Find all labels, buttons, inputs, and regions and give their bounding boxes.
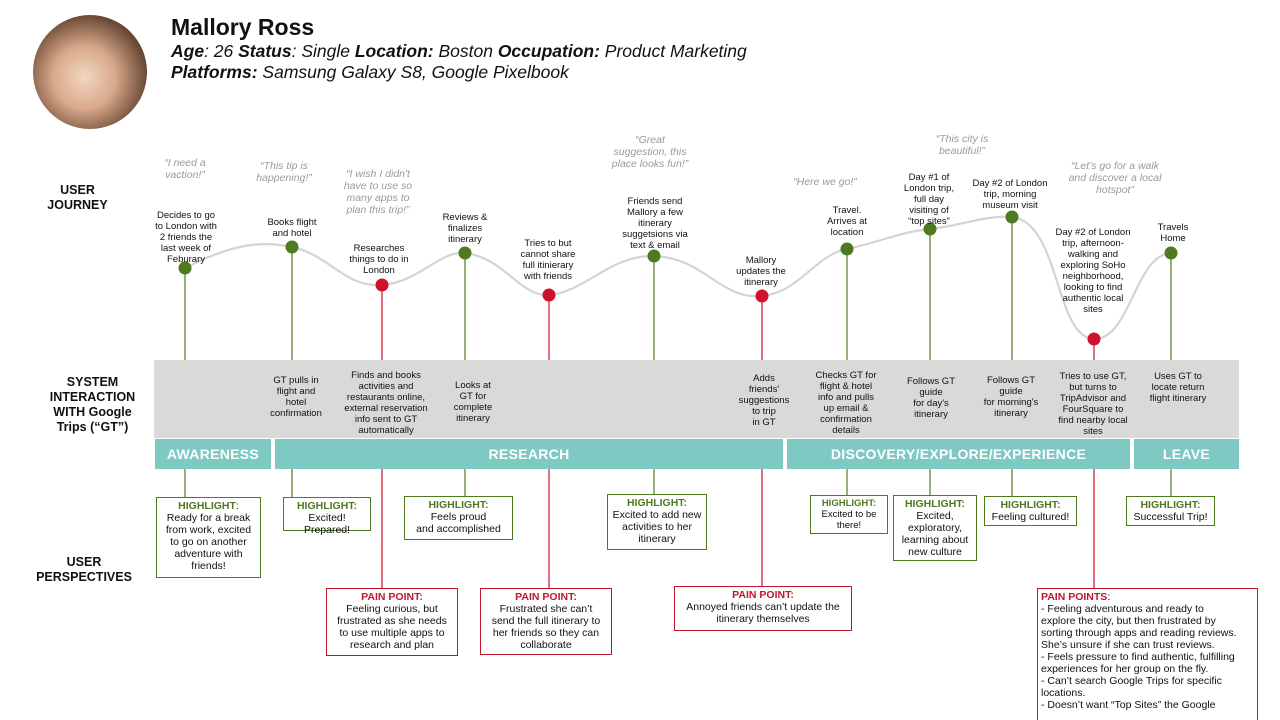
quote: “Let’s go for a walk and discover a loca… bbox=[1068, 160, 1162, 196]
journey-dot-positive bbox=[840, 242, 854, 256]
system-interaction: Adds friends' suggestions to trip in GT bbox=[738, 373, 790, 428]
highlight-box: HIGHLIGHT: Excited, exploratory, learnin… bbox=[893, 495, 977, 561]
journey-dot-positive bbox=[458, 246, 472, 260]
journey-dot-positive bbox=[285, 240, 299, 254]
journey-dot-positive bbox=[1005, 210, 1019, 224]
journey-dot-positive bbox=[923, 222, 937, 236]
journey-step: Decides to go to London with 2 friends t… bbox=[155, 210, 217, 265]
persona-photo bbox=[33, 15, 147, 129]
journey-dot-positive bbox=[1164, 246, 1178, 260]
journey-step: Researches things to do in London bbox=[349, 243, 409, 276]
system-interaction: Follows GT guide for day's itinerary bbox=[906, 376, 956, 420]
persona-name: Mallory Ross bbox=[171, 14, 315, 40]
highlight-box: HIGHLIGHT: Excited! Prepared! bbox=[283, 497, 371, 536]
phase-research: RESEARCH bbox=[275, 439, 783, 469]
journey-dot-positive bbox=[178, 261, 192, 275]
journey-dot-negative bbox=[1087, 332, 1101, 346]
row-label-system-interaction: SYSTEM INTERACTION WITH Google Trips (“G… bbox=[49, 375, 136, 434]
journey-step: Day #2 of London trip, morning museum vi… bbox=[972, 178, 1048, 211]
journey-dot-positive bbox=[647, 249, 661, 263]
system-interaction: Tries to use GT, but turns to TripAdviso… bbox=[1058, 371, 1128, 437]
journey-step: Books flight and hotel bbox=[267, 217, 317, 239]
pain-points-box: PAIN POINTS: - Feeling adventurous and r… bbox=[1037, 588, 1258, 720]
system-interaction: Uses GT to locate return flight itinerar… bbox=[1149, 371, 1207, 404]
pain-point-box: PAIN POINT: Feeling curious, but frustra… bbox=[326, 588, 458, 656]
journey-step: Travels Home bbox=[1157, 222, 1189, 244]
phase-discovery: DISCOVERY/EXPLORE/EXPERIENCE bbox=[787, 439, 1130, 469]
highlight-box: HIGHLIGHT: Ready for a break from work, … bbox=[156, 497, 261, 578]
highlight-box: HIGHLIGHT: Successful Trip! bbox=[1126, 496, 1215, 526]
persona-details: Age: 26 Status: Single Location: Boston … bbox=[171, 41, 747, 61]
highlight-box: HIGHLIGHT: Feels proud and accomplished bbox=[404, 496, 513, 540]
system-interaction: Finds and books activities and restauran… bbox=[344, 370, 428, 436]
journey-dot-negative bbox=[375, 278, 389, 292]
system-interaction: GT pulls in flight and hotel confirmatio… bbox=[270, 375, 322, 419]
persona-platforms: Platforms: Samsung Galaxy S8, Google Pix… bbox=[171, 62, 569, 82]
journey-step: Day #2 of London trip, afternoon- walkin… bbox=[1055, 227, 1131, 315]
highlight-box: HIGHLIGHT: Feeling cultured! bbox=[984, 496, 1077, 526]
journey-step: Tries to but cannot share full itinierar… bbox=[520, 238, 576, 282]
system-interaction-band bbox=[154, 360, 1239, 438]
quote: “This city is beautiful!” bbox=[935, 133, 989, 157]
system-interaction: Looks at GT for complete itinerary bbox=[453, 380, 493, 424]
pain-point-box: PAIN POINT: Annoyed friends can’t update… bbox=[674, 586, 852, 631]
journey-dot-negative bbox=[542, 288, 556, 302]
journey-dot-negative bbox=[755, 289, 769, 303]
journey-step: Friends send Mallory a few itinerary sug… bbox=[622, 196, 688, 251]
quote: “Here we go!” bbox=[793, 176, 857, 188]
quote: “I need a vaction!” bbox=[164, 157, 206, 181]
highlight-box: HIGHLIGHT: Excited to be there! bbox=[810, 495, 888, 534]
highlight-box: HIGHLIGHT: Excited to add new activities… bbox=[607, 494, 707, 550]
quote: “Great suggestion, this place looks fun!… bbox=[611, 134, 689, 170]
quote: “This tip is happening!” bbox=[256, 160, 312, 184]
phase-awareness: AWARENESS bbox=[155, 439, 271, 469]
row-label-user-perspectives: USER PERSPECTIVES bbox=[36, 555, 132, 584]
system-interaction: Checks GT for flight & hotel info and pu… bbox=[815, 370, 877, 436]
journey-step: Mallory updates the itinerary bbox=[736, 255, 786, 288]
phase-leave: LEAVE bbox=[1134, 439, 1239, 469]
pain-point-box: PAIN POINT: Frustrated she can’t send th… bbox=[480, 588, 612, 655]
journey-step: Reviews & finalizes itinerary bbox=[442, 212, 488, 245]
journey-step: Day #1 of London trip, full day visiting… bbox=[903, 172, 955, 227]
quote: “I wish I didn't have to use so many app… bbox=[343, 168, 413, 216]
system-interaction: Follows GT guide for morning's itinerary bbox=[983, 375, 1039, 419]
row-label-user-journey: USER JOURNEY bbox=[47, 183, 108, 212]
journey-step: Travel. Arrives at location bbox=[826, 205, 868, 238]
